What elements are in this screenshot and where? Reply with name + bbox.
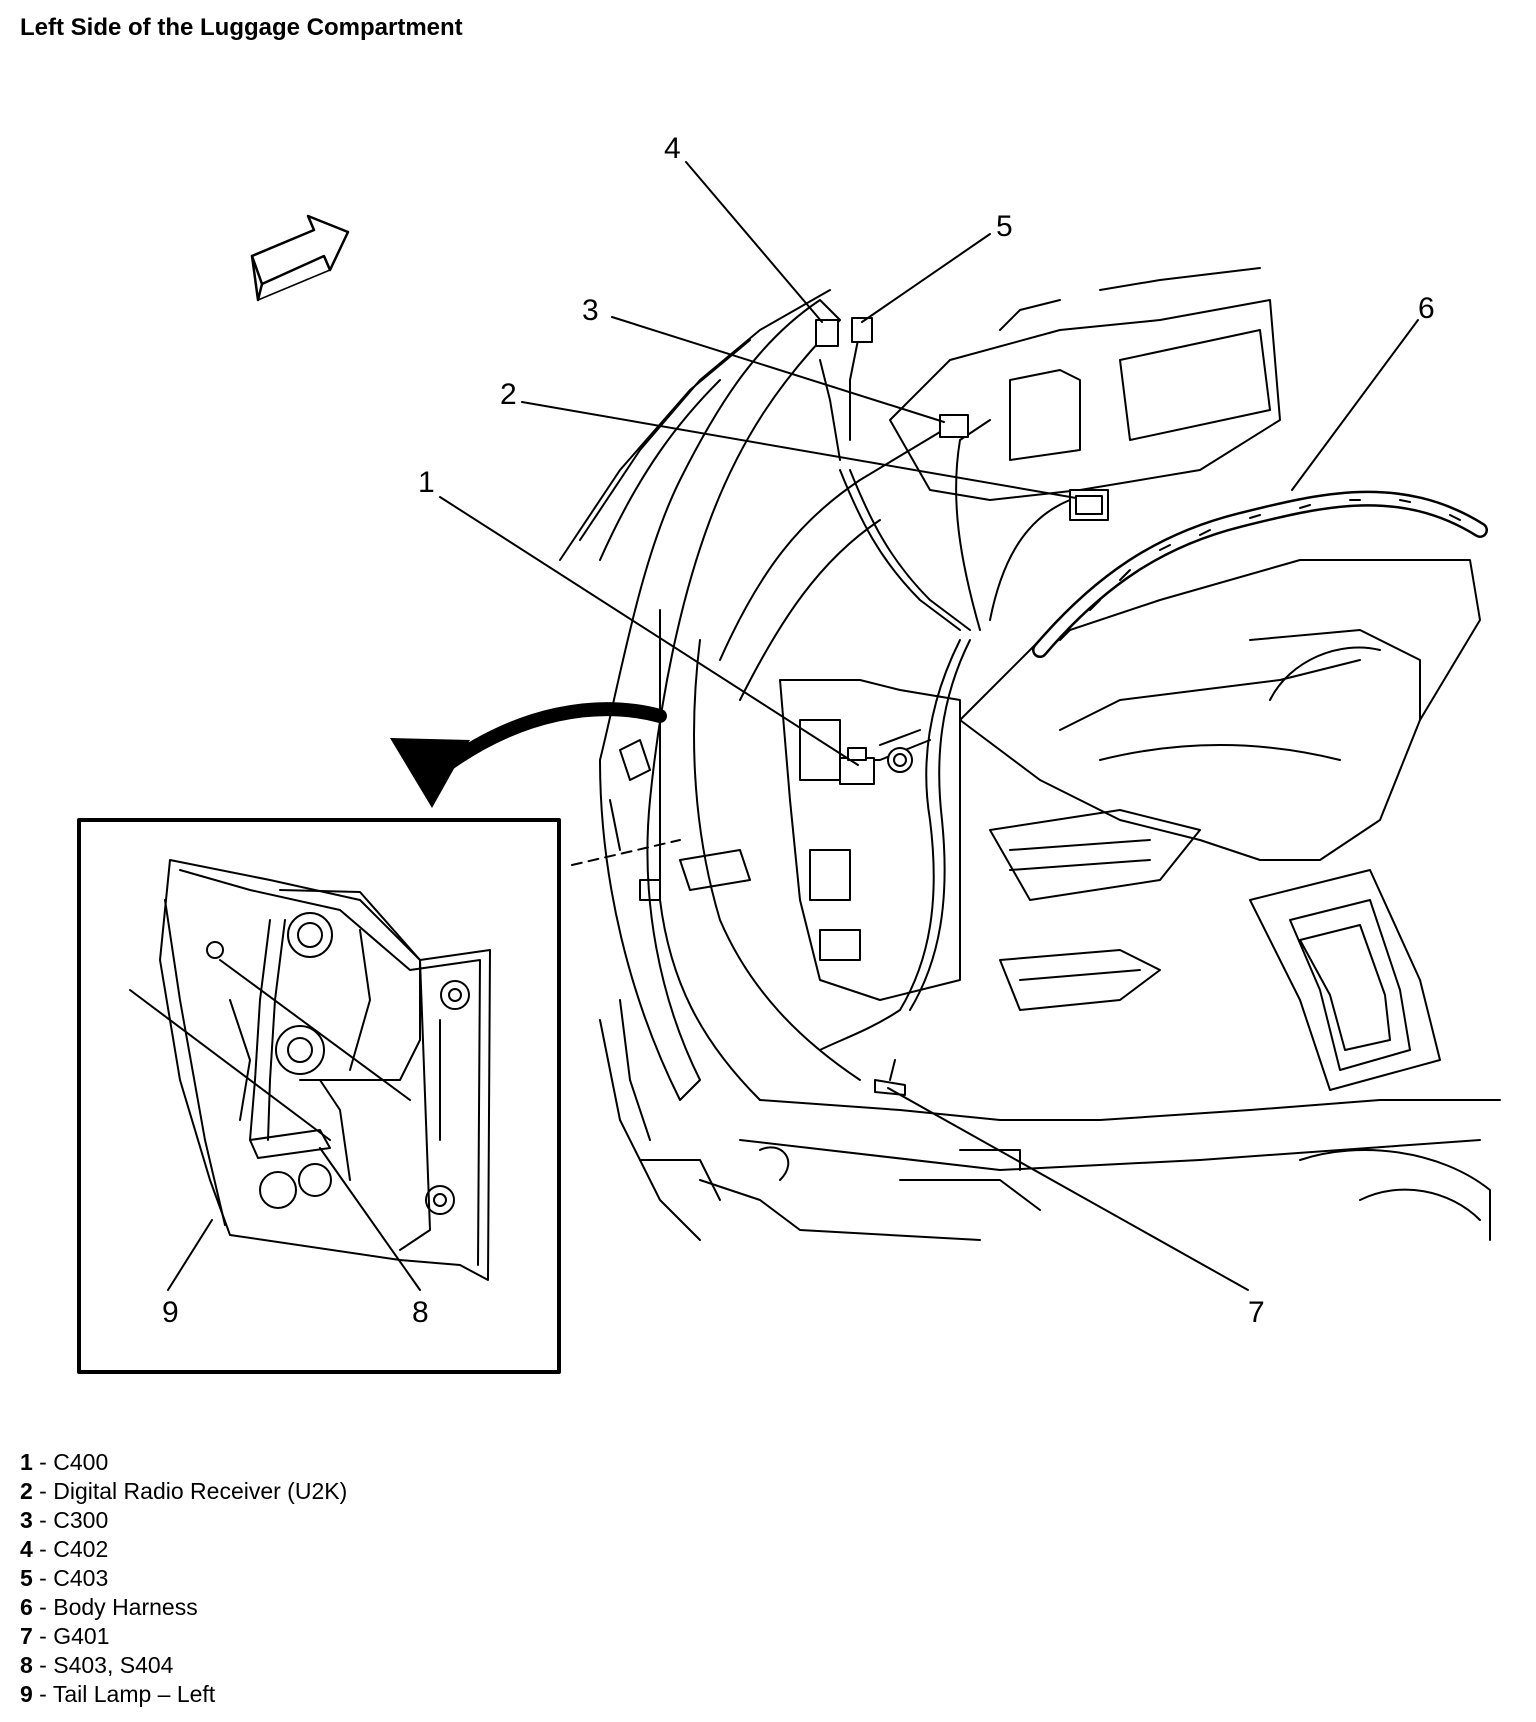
body-harness-wiring — [819, 329, 1488, 1051]
connector-c402 — [815, 319, 839, 347]
callout-1: 1 — [418, 466, 435, 499]
callout-leader-lines — [129, 161, 1419, 1291]
callout-8: 8 — [412, 1296, 429, 1329]
legend-label: Digital Radio Receiver (U2K) — [53, 1478, 348, 1504]
legend-label: S403, S404 — [53, 1652, 174, 1678]
legend-item: 3 - C300 — [20, 1506, 347, 1535]
legend-number: 4 — [20, 1536, 33, 1562]
legend-item: 5 - C403 — [20, 1564, 347, 1593]
legend-label: Tail Lamp – Left — [52, 1681, 216, 1707]
legend-number: 6 — [20, 1594, 33, 1620]
legend-item: 6 - Body Harness — [20, 1593, 347, 1622]
callout-6: 6 — [1418, 292, 1435, 325]
legend-item: 4 - C402 — [20, 1535, 347, 1564]
legend-item: 8 - S403, S404 — [20, 1651, 347, 1680]
legend-label: Body Harness — [53, 1594, 198, 1620]
legend-number: 7 — [20, 1623, 33, 1649]
legend-label: C300 — [53, 1507, 109, 1533]
legend-number: 1 — [20, 1449, 33, 1475]
legend-label: G401 — [53, 1623, 110, 1649]
legend-separator: - — [32, 1594, 54, 1620]
legend-separator: - — [32, 1507, 54, 1533]
vehicle-body-structure — [559, 267, 1501, 1241]
connector-digital-radio-receiver — [1069, 489, 1109, 521]
legend-separator: - — [32, 1652, 54, 1678]
legend-item: 9 - Tail Lamp – Left — [20, 1680, 347, 1709]
legend-number: 3 — [20, 1507, 33, 1533]
legend-number: 8 — [20, 1652, 33, 1678]
legend-label: C400 — [53, 1449, 109, 1475]
legend-number: 9 — [20, 1681, 33, 1707]
callout-2: 2 — [500, 378, 517, 411]
legend-number: 2 — [20, 1478, 33, 1504]
callout-4: 4 — [664, 132, 681, 165]
connector-c400 — [839, 747, 913, 785]
legend-separator: - — [32, 1681, 53, 1707]
legend-separator: - — [32, 1565, 54, 1591]
callout-legend: 1 - C400 2 - Digital Radio Receiver (U2K… — [20, 1448, 347, 1709]
ground-g401 — [874, 1059, 906, 1096]
callout-9: 9 — [162, 1296, 179, 1329]
callout-5: 5 — [996, 210, 1013, 243]
inset-reference-line — [571, 839, 681, 866]
legend-label: C403 — [53, 1565, 109, 1591]
diagram-title: Left Side of the Luggage Compartment — [20, 14, 463, 41]
callout-3: 3 — [582, 294, 599, 327]
legend-separator: - — [32, 1478, 54, 1504]
connector-c403 — [851, 317, 873, 343]
forward-direction-arrow-icon — [250, 214, 350, 302]
view-direction-arrow-icon — [390, 702, 667, 808]
legend-item: 1 - C400 — [20, 1448, 347, 1477]
tail-lamp-inset-frame — [77, 818, 561, 1374]
tail-lamp-illustration — [159, 859, 491, 1281]
legend-separator: - — [32, 1449, 54, 1475]
callout-7: 7 — [1248, 1296, 1265, 1329]
legend-label: C402 — [53, 1536, 109, 1562]
legend-item: 2 - Digital Radio Receiver (U2K) — [20, 1477, 347, 1506]
luggage-compartment-illustration: 1 2 3 4 5 6 7 8 9 — [77, 132, 1501, 1374]
connector-c300 — [939, 414, 969, 438]
legend-number: 5 — [20, 1565, 33, 1591]
legend-item: 7 - G401 — [20, 1622, 347, 1651]
legend-separator: - — [32, 1536, 54, 1562]
legend-separator: - — [32, 1623, 54, 1649]
